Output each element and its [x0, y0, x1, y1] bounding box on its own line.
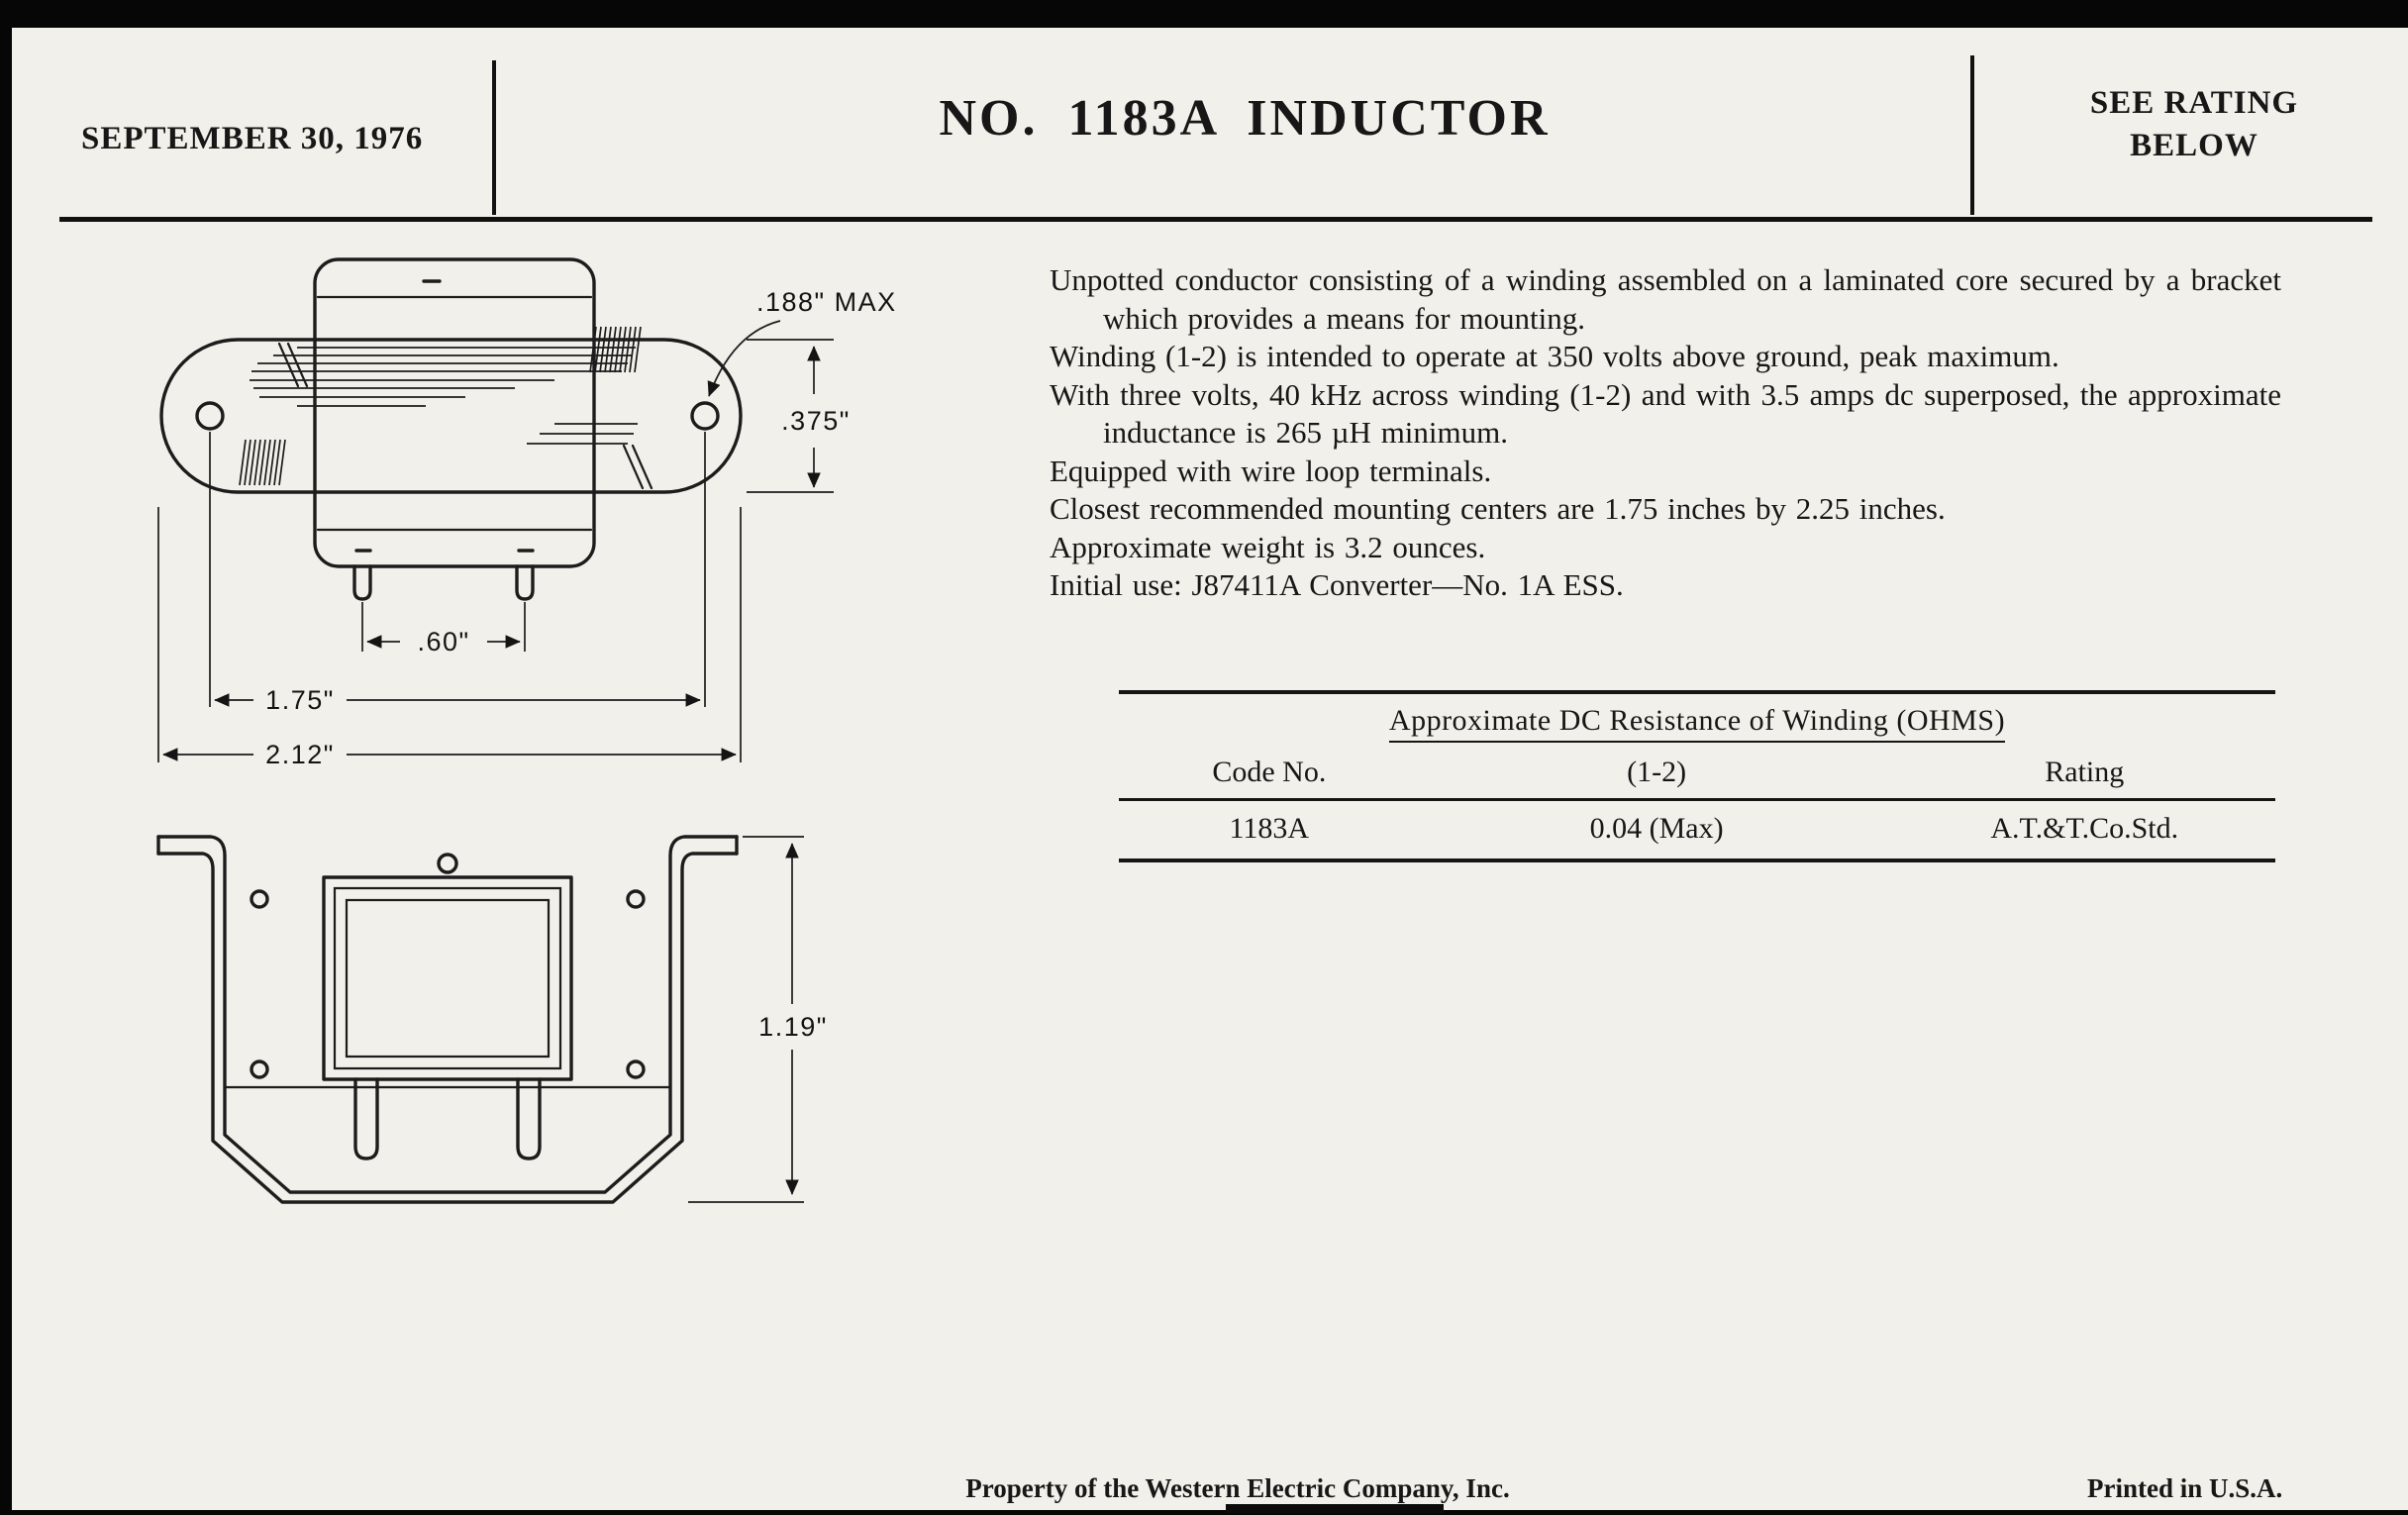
winding-shading	[250, 347, 638, 445]
dim-label-375: .375"	[781, 406, 851, 436]
footer-printed: Printed in U.S.A.	[2087, 1473, 2283, 1503]
document-page: SEPTEMBER 30, 1976 NO. 1183A INDUCTOR SE…	[12, 28, 2408, 1510]
core-body-outline	[313, 257, 596, 568]
rating-note: SEE RATING BELOW	[1990, 82, 2398, 167]
table-header-row: Code No. (1-2) Rating	[1119, 747, 2275, 801]
rating-note-line2: BELOW	[2130, 128, 2258, 163]
issue-date: SEPTEMBER 30, 1976	[81, 121, 424, 156]
bracket-strap-outline	[159, 338, 743, 494]
dim-label-119: 1.19"	[758, 1012, 828, 1042]
terminals-top-view	[352, 564, 535, 601]
terminals-front-view	[353, 1077, 542, 1161]
spec-paragraph: Unpotted conductor consisting of a windi…	[1050, 262, 2281, 336]
page-title: NO. 1183A INDUCTOR	[939, 90, 1551, 147]
header-rule	[59, 217, 2372, 222]
table-row: 1183A 0.04 (Max) A.T.&T.Co.Std.	[1119, 801, 2275, 858]
scan-artifact	[1226, 1504, 1444, 1513]
bracket-outer-outline	[156, 852, 739, 1204]
dim-label-175: 1.75"	[265, 685, 335, 715]
footer-property: Property of the Western Electric Company…	[965, 1473, 1510, 1503]
hole-lower-right	[626, 1060, 646, 1079]
header-divider-right	[1970, 55, 1974, 215]
spec-paragraph: Initial use: J87411A Converter—No. 1A ES…	[1050, 567, 1624, 602]
hatch-left	[239, 439, 286, 486]
leader-line-188	[707, 320, 781, 397]
dimension-lines: .188" MAX .375" .60" 1.75" 2.12" 1.19"	[157, 287, 897, 1203]
table-cell-code: 1183A	[1229, 812, 1310, 845]
top-view-drawing	[159, 257, 743, 601]
spec-text: Unpotted conductor consisting of a windi…	[1050, 261, 2281, 605]
core-end-mid	[333, 886, 562, 1070]
hole-upper-left	[250, 889, 269, 909]
bracket-inner-outline	[156, 835, 739, 1194]
table-cell-rating: A.T.&T.Co.Std.	[1990, 812, 2179, 845]
spec-paragraph: Closest recommended mounting centers are…	[1050, 491, 1946, 526]
table-header-cell: (1-2)	[1627, 756, 1687, 788]
spec-paragraph: Approximate weight is 3.2 ounces.	[1050, 529, 1486, 564]
dim-label-188-max: .188" MAX	[756, 287, 897, 317]
spec-paragraph: With three volts, 40 kHz across winding …	[1050, 376, 2281, 451]
spec-paragraph: Winding (1-2) is intended to operate at …	[1050, 339, 2059, 373]
dim-label-212: 2.12"	[265, 740, 335, 769]
spec-paragraph: Equipped with wire loop terminals.	[1050, 453, 1492, 488]
resistance-table: Approximate DC Resistance of Winding (OH…	[1119, 690, 2275, 862]
mounting-hole-left	[195, 401, 225, 431]
hatch-right	[589, 326, 642, 373]
table-title: Approximate DC Resistance of Winding (OH…	[1119, 694, 2275, 747]
technical-drawing: .188" MAX .375" .60" 1.75" 2.12" 1.19"	[156, 257, 897, 1204]
header-divider-left	[492, 60, 496, 215]
top-center-hole	[437, 853, 458, 874]
hole-lower-left	[250, 1060, 269, 1079]
front-view-drawing	[156, 835, 739, 1204]
table-header-cell: Rating	[2045, 756, 2125, 788]
dim-label-60: .60"	[417, 627, 469, 656]
mounting-hole-right	[690, 401, 720, 431]
rating-note-line1: SEE RATING	[2089, 85, 2299, 121]
core-end-inner	[345, 898, 551, 1059]
core-end-outer	[322, 875, 573, 1081]
table-cell-resistance: 0.04 (Max)	[1589, 812, 1724, 845]
hole-upper-right	[626, 889, 646, 909]
table-header-cell: Code No.	[1212, 756, 1327, 788]
